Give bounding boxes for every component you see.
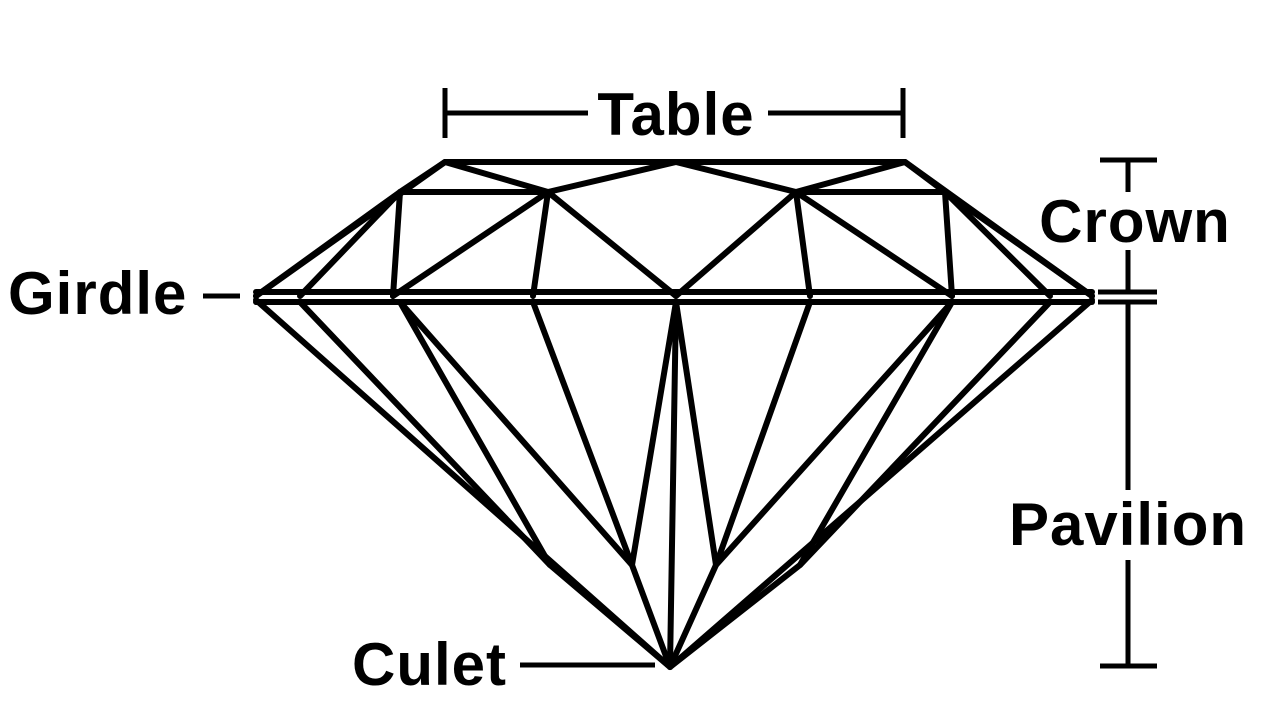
pavilion-center-right bbox=[673, 299, 719, 568]
crown-diag-l1 bbox=[390, 189, 551, 299]
pavilion-right-center bbox=[713, 299, 813, 568]
crown-facets bbox=[253, 159, 1095, 299]
crown-label: Crown bbox=[1039, 188, 1231, 255]
crown-diag-l0 bbox=[297, 189, 403, 299]
crown-bezel-left bbox=[253, 189, 551, 299]
pavilion-center-left bbox=[629, 299, 679, 568]
pavilion-facets bbox=[253, 297, 1095, 670]
crown-star-facets bbox=[442, 159, 908, 195]
crown-vert-r1 bbox=[942, 189, 955, 299]
crown-diag-c1 bbox=[545, 189, 679, 299]
pavilion-left-center bbox=[530, 299, 635, 568]
diamond bbox=[253, 159, 1095, 670]
crown-upper-right bbox=[902, 159, 948, 195]
pavilion-left-mid bbox=[397, 299, 673, 670]
crown-outline bbox=[253, 159, 1095, 299]
pavilion-right-mid bbox=[667, 299, 955, 670]
crown-diag-r0 bbox=[942, 189, 1053, 299]
pavilion-left-inner bbox=[397, 299, 553, 568]
pavilion-center bbox=[667, 299, 679, 670]
crown-vert-l2 bbox=[530, 189, 551, 299]
girdle-label: Girdle bbox=[8, 260, 187, 327]
crown-diag-c2 bbox=[673, 189, 799, 299]
crown-upper-left bbox=[397, 159, 448, 195]
culet-label: Culet bbox=[352, 631, 507, 698]
crown-vert-r2 bbox=[793, 189, 813, 299]
pavilion-dimension bbox=[1098, 299, 1157, 669]
crown-diag-r1 bbox=[793, 189, 955, 299]
crown-vert-l1 bbox=[390, 189, 403, 299]
table-dimension bbox=[442, 88, 906, 138]
pavilion-right-outer bbox=[667, 299, 1053, 670]
pavilion-label: Pavilion bbox=[1009, 491, 1247, 558]
pavilion-right-inner bbox=[797, 299, 955, 568]
table-label: Table bbox=[597, 81, 754, 148]
pavilion-left-outer bbox=[297, 299, 673, 670]
crown-dimension bbox=[1098, 157, 1157, 295]
